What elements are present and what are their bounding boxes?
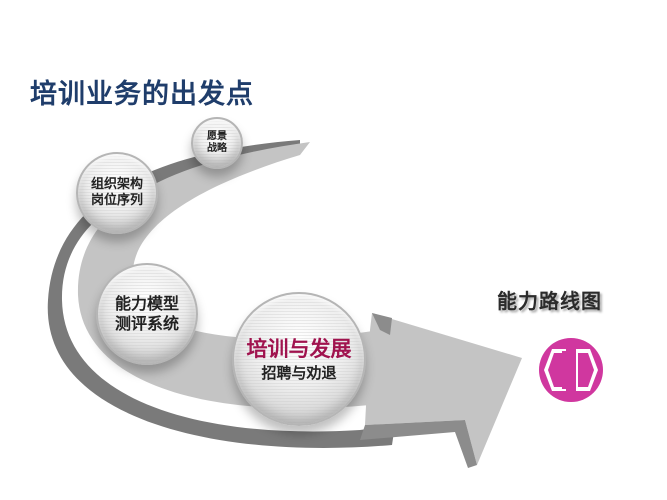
double-arrow-circle-icon <box>539 338 603 402</box>
node-line2: 招聘与劝退 <box>261 363 337 382</box>
node-line1: 培训与发展 <box>246 336 352 361</box>
node-competency-model: 能力模型 测评系统 <box>96 263 198 365</box>
node-line2: 岗位序列 <box>90 193 143 208</box>
node-vision-strategy: 愿景 战略 <box>191 117 243 169</box>
node-line1: 能力模型 <box>114 294 179 313</box>
node-line2: 测评系统 <box>114 314 179 333</box>
node-line1: 愿景 <box>207 130 227 142</box>
node-line2: 战略 <box>207 143 227 154</box>
node-line1: 组织架构 <box>90 176 143 192</box>
node-org-structure: 组织架构 岗位序列 <box>76 152 158 234</box>
node-training-development: 培训与发展 招聘与劝退 <box>232 292 366 426</box>
roadmap-label: 能力路线图 <box>497 289 602 313</box>
page-title: 培训业务的出发点 <box>30 79 254 110</box>
